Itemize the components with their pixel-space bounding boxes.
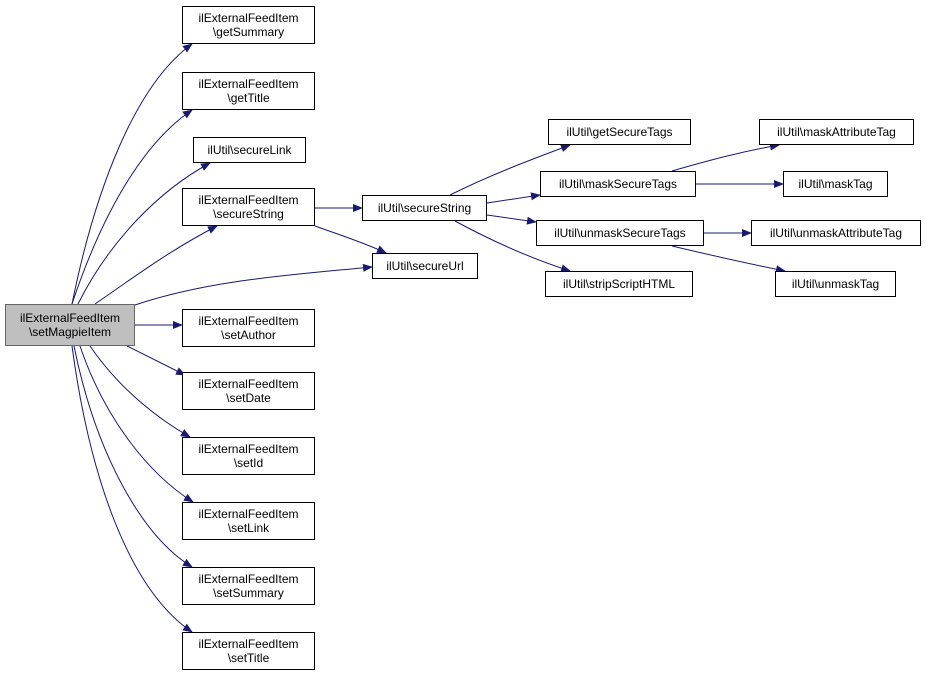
function-node-label: ilUtil\getSecureTags xyxy=(566,125,673,139)
call-edge-n0-n17 xyxy=(89,345,191,438)
function-node[interactable]: ilUtil\secureLink xyxy=(193,137,306,163)
function-node-label: \getSummary xyxy=(212,25,285,39)
function-node[interactable]: ilExternalFeedItem\secureString xyxy=(182,188,315,226)
function-node-label: ilExternalFeedItem xyxy=(198,77,299,91)
function-node[interactable]: ilExternalFeedItem\setDate xyxy=(182,372,315,410)
function-node[interactable]: ilUtil\unmaskSecureTags xyxy=(536,220,704,246)
function-node-label: ilUtil\stripScriptHTML xyxy=(562,277,675,291)
call-edge-n0-n19 xyxy=(73,345,193,568)
function-node-label: ilUtil\maskAttributeTag xyxy=(777,125,896,139)
call-edge-n0-n14 xyxy=(134,263,373,306)
function-node[interactable]: ilExternalFeedItem\getTitle xyxy=(182,72,315,110)
call-edge-n7-n8 xyxy=(671,142,780,172)
function-node[interactable]: ilExternalFeedItem\getSummary xyxy=(182,6,315,44)
call-edge-n0-n18 xyxy=(79,345,194,503)
function-node-label: ilExternalFeedItem xyxy=(19,311,121,325)
function-node[interactable]: ilExternalFeedItem\setSummary xyxy=(182,567,315,605)
function-node-label: ilUtil\unmaskSecureTags xyxy=(554,226,686,240)
function-node-label: ilUtil\unmaskAttributeTag xyxy=(769,226,903,240)
function-node-label: ilUtil\maskSecureTags xyxy=(558,177,678,191)
function-node-label: ilExternalFeedItem xyxy=(198,637,299,651)
function-node[interactable]: ilExternalFeedItem\setId xyxy=(182,437,315,475)
function-node-label: ilUtil\secureString xyxy=(377,201,472,215)
function-node-label: \secureString xyxy=(213,207,284,221)
function-node-label: \setAuthor xyxy=(221,328,276,342)
function-node[interactable]: ilExternalFeedItem\setLink xyxy=(182,502,315,540)
function-node[interactable]: ilUtil\secureUrl xyxy=(372,253,478,279)
call-edge-n0-n3 xyxy=(77,162,211,305)
function-node-label: \setDate xyxy=(226,391,271,405)
function-node-label: ilUtil\secureLink xyxy=(207,143,292,157)
function-node-label: \setLink xyxy=(227,521,270,535)
function-node-label: ilExternalFeedItem xyxy=(198,377,299,391)
call-edge-n0-n1 xyxy=(71,43,193,305)
function-node[interactable]: ilExternalFeedItem\setAuthor xyxy=(182,309,315,347)
call-edge-n0-n4 xyxy=(94,225,218,305)
function-node-label: ilExternalFeedItem xyxy=(198,193,299,207)
focus-function-node: ilExternalFeedItem\setMagpieItem xyxy=(5,304,135,346)
function-node[interactable]: ilExternalFeedItem\setTitle xyxy=(182,632,315,670)
function-node-label: ilUtil\secureUrl xyxy=(386,259,464,273)
function-node-label: ilExternalFeedItem xyxy=(198,442,299,456)
function-node[interactable]: ilUtil\maskAttributeTag xyxy=(759,119,914,145)
function-node[interactable]: ilUtil\unmaskAttributeTag xyxy=(751,220,921,246)
call-edge-n5-n10 xyxy=(486,214,537,225)
function-node[interactable]: ilUtil\unmaskTag xyxy=(775,271,896,297)
function-node[interactable]: ilUtil\getSecureTags xyxy=(548,119,691,145)
function-node-label: ilExternalFeedItem xyxy=(198,314,299,328)
function-node[interactable]: ilUtil\stripScriptHTML xyxy=(545,271,693,297)
function-node-label: ilExternalFeedItem xyxy=(198,507,299,521)
call-edge-n5-n7 xyxy=(486,192,541,204)
function-node-label: \setTitle xyxy=(227,651,270,665)
call-edge-n0-n20 xyxy=(71,345,193,633)
function-node-label: \getTitle xyxy=(227,91,270,105)
call-edge-n4-n14 xyxy=(314,225,387,254)
function-node-label: \setSummary xyxy=(213,586,284,600)
function-node-label: ilExternalFeedItem xyxy=(198,11,299,25)
call-edge-n5-n13 xyxy=(454,220,571,273)
call-edge-n0-n16 xyxy=(126,345,186,376)
function-node-label: ilUtil\maskTag xyxy=(798,177,873,191)
call-edge-n0-n2 xyxy=(71,109,193,305)
function-node-label: \setId xyxy=(233,456,264,470)
call-edge-n10-n12 xyxy=(671,245,786,274)
function-node-label: \setMagpieItem xyxy=(28,325,112,339)
function-node[interactable]: ilUtil\maskSecureTags xyxy=(540,171,696,197)
function-node[interactable]: ilUtil\maskTag xyxy=(783,171,888,197)
function-node[interactable]: ilUtil\secureString xyxy=(362,195,487,221)
call-edge-n5-n6 xyxy=(449,144,571,196)
function-node-label: ilExternalFeedItem xyxy=(198,572,299,586)
function-node-label: ilUtil\unmaskTag xyxy=(791,277,880,291)
